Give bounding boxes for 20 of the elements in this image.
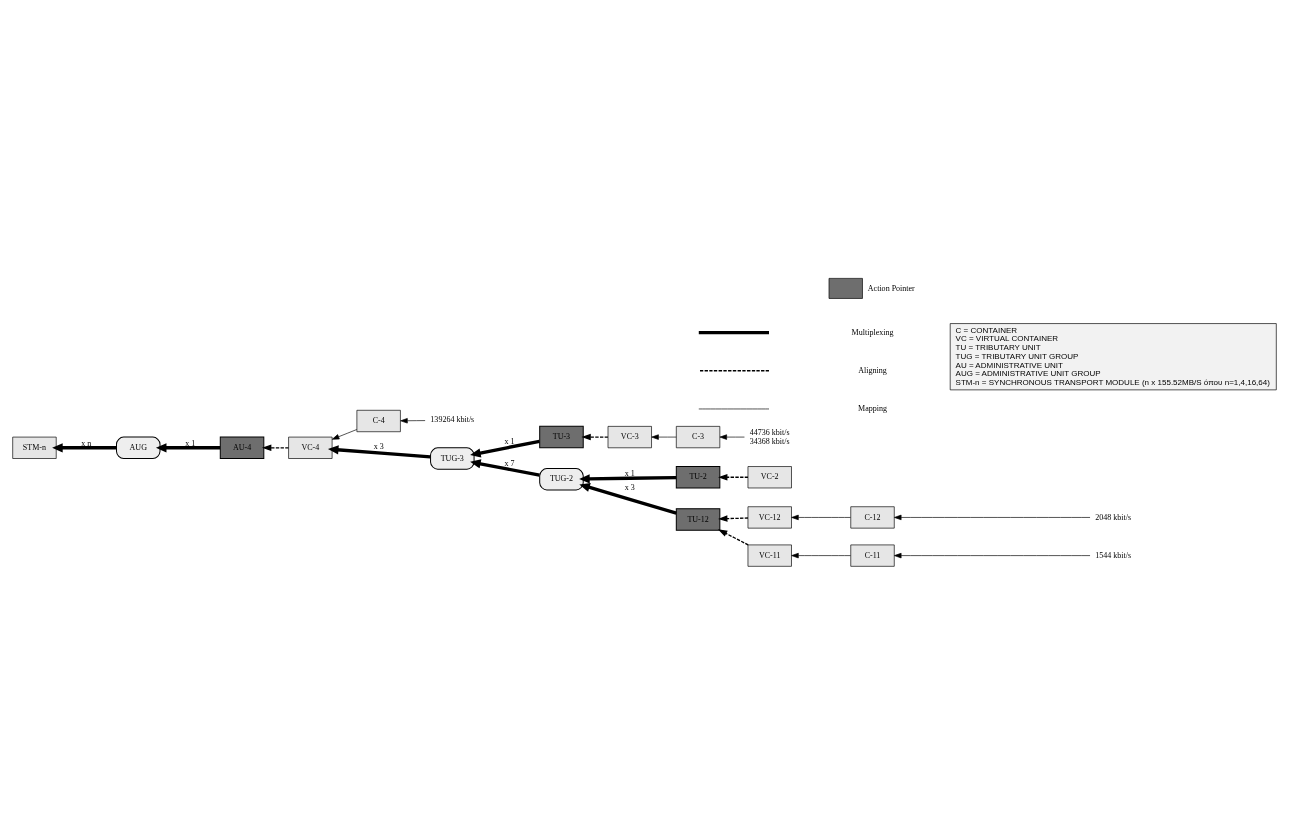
arrow [791, 552, 851, 558]
arrow [155, 442, 221, 452]
arrow [894, 514, 1091, 520]
arrow [651, 433, 677, 440]
arrow [52, 442, 117, 452]
arrow [894, 552, 1091, 558]
arrow [718, 514, 749, 522]
arrow [331, 428, 358, 440]
arrow [718, 473, 749, 481]
arrow [470, 439, 540, 458]
arrow [261, 444, 290, 451]
arrow [400, 417, 426, 423]
arrow [327, 444, 431, 459]
arrow [581, 433, 609, 440]
arrow [579, 482, 677, 515]
arrow [717, 528, 749, 545]
arrow [579, 473, 677, 483]
arrow [719, 433, 745, 440]
arrow [791, 514, 851, 520]
arrow [470, 458, 540, 477]
